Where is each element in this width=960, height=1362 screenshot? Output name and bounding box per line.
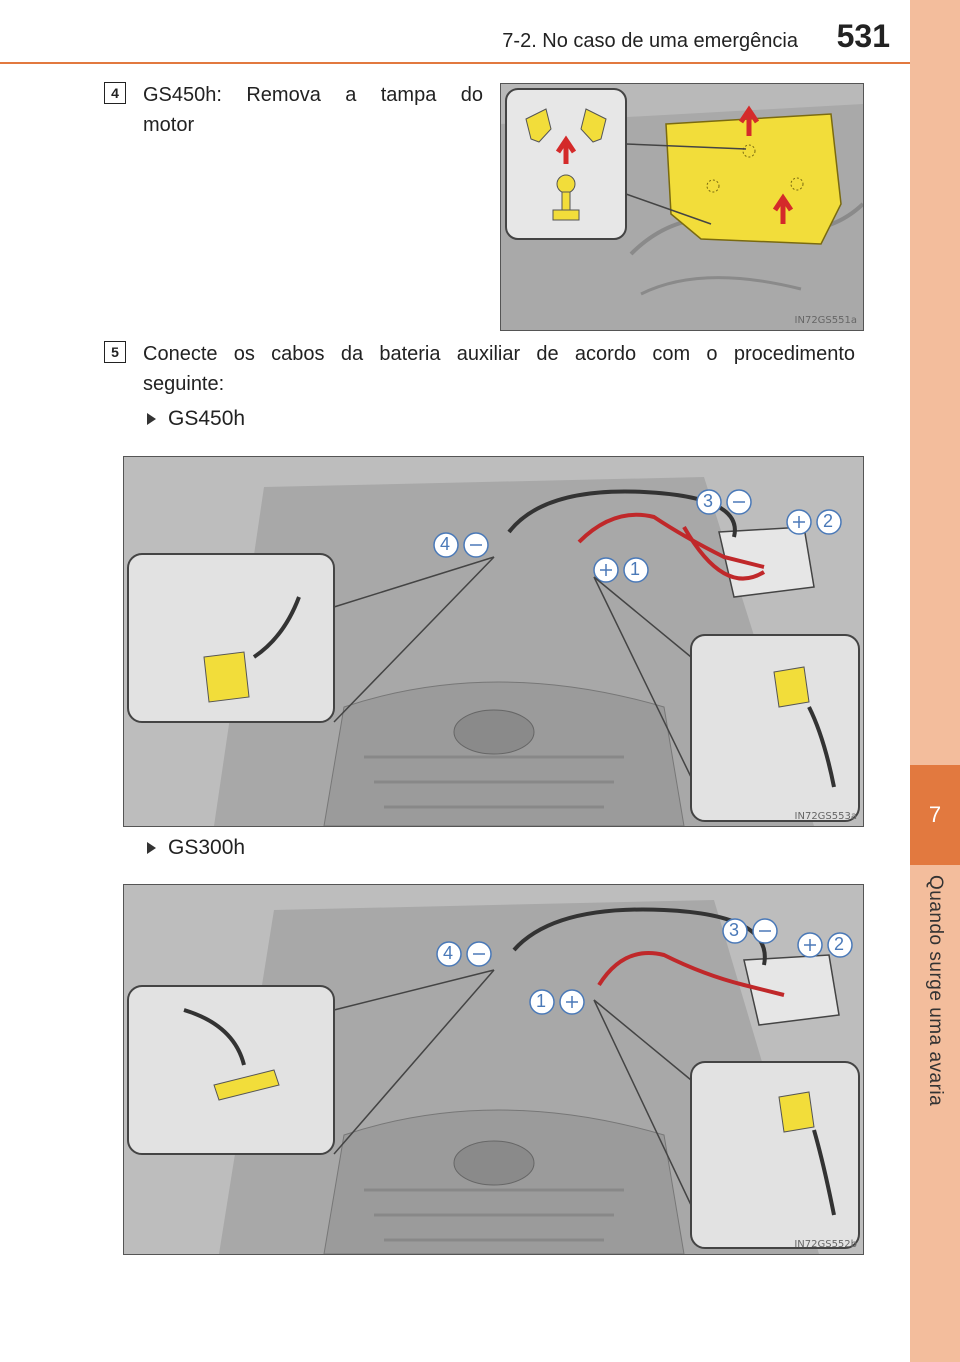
figure-code: IN72GS552b	[794, 1239, 857, 1250]
figure-engine-cover: IN72GS551a	[500, 83, 864, 331]
chapter-title: Quando surge uma avaria	[925, 875, 946, 1107]
step-number-4: 4	[104, 82, 126, 104]
page-header: 7-2. No caso de uma emergência 531	[0, 0, 910, 66]
step-4-text-line2: motor	[143, 114, 195, 136]
callout-2: 2	[823, 511, 834, 531]
bullet-triangle-icon	[147, 842, 156, 854]
figure-gs450h-jump-start: 3 2 4 1 IN72GS553a	[123, 456, 864, 827]
figure-gs300h-jump-start: 3 2 4 1 IN72GS552b	[123, 884, 864, 1255]
callout-4: 4	[443, 943, 454, 963]
callout-3: 3	[703, 491, 714, 511]
figure-code: IN72GS553a	[794, 811, 857, 822]
page-number: 531	[836, 18, 890, 54]
variant-label-gs300h: GS300h	[147, 836, 245, 860]
step-4-text-line1: GS450h: Remova a tampa do	[143, 84, 483, 106]
section-title: 7-2. No caso de uma emergência	[502, 30, 798, 52]
callout-3: 3	[729, 920, 740, 940]
callout-2: 2	[834, 934, 845, 954]
step-number-5: 5	[104, 341, 126, 363]
variant-label-text: GS450h	[168, 407, 246, 430]
callout-1: 1	[630, 559, 641, 579]
variant-label-gs450h: GS450h	[147, 407, 245, 431]
callout-4: 4	[440, 534, 451, 554]
header-rule	[0, 62, 910, 64]
variant-label-text: GS300h	[168, 836, 246, 859]
bullet-triangle-icon	[147, 413, 156, 425]
callout-1: 1	[536, 991, 547, 1011]
step-5-text-line1: Conecte os cabos da bateria auxiliar de …	[143, 343, 855, 365]
chapter-number: 7	[910, 765, 960, 865]
step-5-text-line2: seguinte:	[143, 373, 225, 395]
chapter-side-tab: 7 Quando surge uma avaria	[910, 0, 960, 1362]
figure-code: IN72GS551a	[794, 315, 857, 326]
